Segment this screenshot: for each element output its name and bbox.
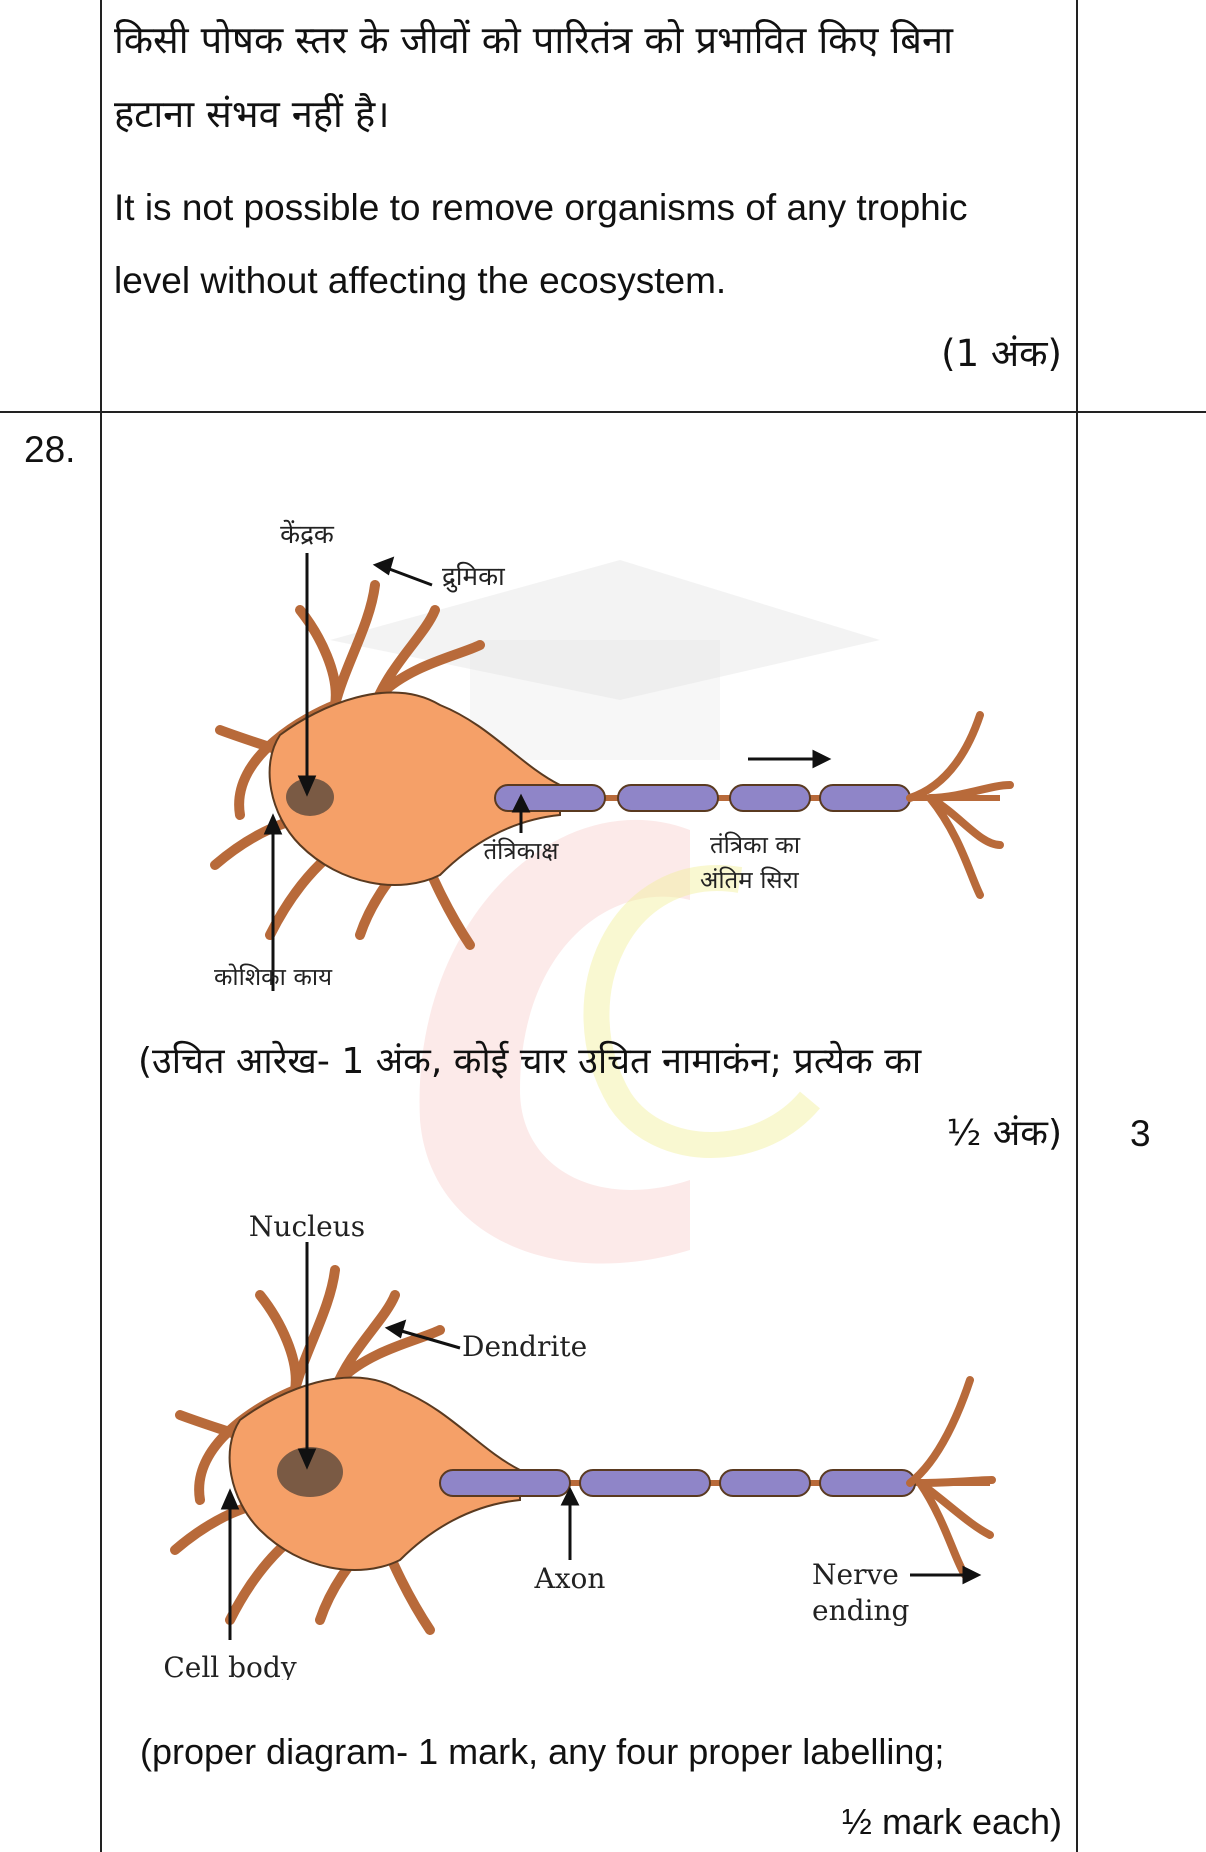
label-dendrite-hi: द्रुमिका (442, 561, 506, 592)
english-answer-line-1: It is not possible to remove organisms o… (114, 186, 967, 230)
hindi-answer-line-1: किसी पोषक स्तर के जीवों को पारितंत्र को … (114, 18, 953, 64)
label-nerve-ending-hi-1: तंत्रिका का (710, 831, 801, 859)
label-nerve-ending-en-1: Nerve (812, 1558, 899, 1591)
neuron-drawing (215, 585, 1010, 945)
table-right-column-border (1076, 0, 1078, 1852)
label-nerve-ending-en-2: ending (812, 1594, 910, 1627)
label-dendrite-en: Dendrite (462, 1330, 587, 1363)
hindi-answer-line-2: हटाना संभव नहीं है। (114, 92, 390, 138)
english-answer-line-2: level without affecting the ecosystem. (114, 259, 726, 303)
label-nerve-ending-hi-2: अंतिम सिरा (700, 866, 799, 894)
label-cell-body-en: Cell body (163, 1651, 297, 1680)
hindi-marking-scheme-line-1: (उचित आरेख- 1 अंक, कोई चार उचित नामाकंन;… (138, 1040, 921, 1083)
label-nucleus-hi: केंद्रक (280, 519, 335, 550)
label-axon-hi: तंत्रिकाक्ष (484, 837, 560, 865)
english-marking-scheme-line-1: (proper diagram- 1 mark, any four proper… (140, 1730, 944, 1773)
label-nucleus-en: Nucleus (249, 1210, 365, 1243)
label-axon-en: Axon (534, 1562, 606, 1595)
neuron-diagram-hindi: केंद्रक द्रुमिका तंत्रिकाक्ष तंत्रिका का… (170, 515, 1070, 995)
marks-label-hindi: (1 अंक) (941, 332, 1062, 376)
total-marks: 3 (1130, 1112, 1151, 1156)
label-cell-body-hi: कोशिका काय (214, 963, 333, 991)
neuron-diagram-english: Nucleus Dendrite Axon Nerve ending Cell … (130, 1200, 1030, 1680)
english-marking-scheme-line-2: ½ mark each) (842, 1800, 1062, 1843)
table-left-column-border (100, 0, 102, 1852)
question-number: 28. (24, 428, 75, 472)
table-row-divider (0, 411, 1206, 413)
hindi-marking-scheme-line-2: ½ अंक) (946, 1112, 1062, 1155)
